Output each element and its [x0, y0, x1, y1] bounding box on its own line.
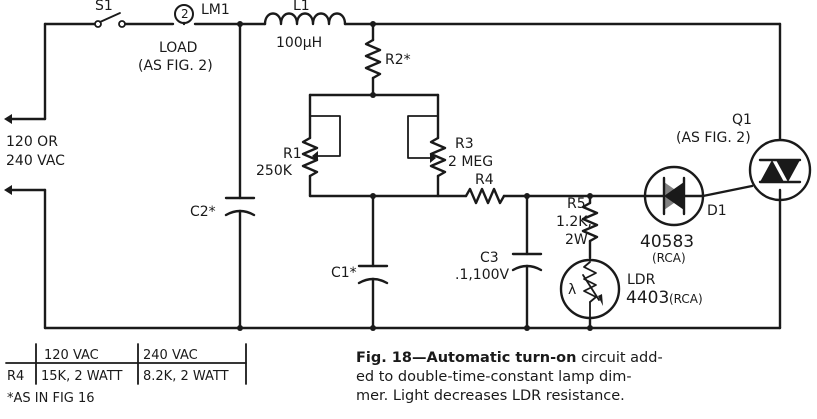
label-load-note: (AS FIG. 2): [138, 58, 213, 74]
value-table: [5, 343, 247, 385]
label-d1-part: 40583: [640, 232, 694, 252]
label-lambda: λ: [568, 282, 576, 298]
capacitor-c1: [357, 193, 389, 330]
label-c2: C2*: [190, 204, 216, 220]
potentiometer-r3: [407, 115, 447, 198]
label-r1-value: 250K: [256, 163, 293, 179]
switch-s1: [94, 12, 126, 28]
label-r5-value1: 1.2K,: [556, 214, 592, 230]
label-d1: D1: [707, 203, 727, 219]
label-r3: R3: [455, 136, 474, 152]
label-ldr: LDR: [627, 272, 656, 288]
label-r5: R5: [567, 196, 586, 212]
capacitor-c3: [511, 193, 543, 331]
label-c3: C3: [480, 250, 499, 266]
inductor-l1: [263, 12, 347, 26]
label-l1: L1: [293, 0, 310, 14]
label-r5-value2: 2W: [565, 232, 588, 248]
label-r2: R2*: [385, 52, 411, 68]
label-c3-value: .1,100V: [455, 267, 510, 283]
left-supply-wires: [4, 22, 47, 330]
diac-d1: [643, 165, 754, 227]
label-r1: R1: [283, 146, 302, 162]
lamp-lm1-symbol: [174, 4, 194, 26]
junction-dots: [237, 21, 376, 331]
potentiometer-r1: [301, 115, 341, 198]
caption-fig: Fig. 18—: [356, 350, 427, 366]
label-r4: R4: [475, 172, 494, 188]
lamp-inner-label: 2: [181, 7, 189, 21]
resistor-r4: [464, 187, 657, 205]
caption-line3: mer. Light decreases LDR resistance.: [356, 388, 625, 404]
caption-line1: Fig. 18—Automatic turn-on circuit add-: [356, 350, 663, 366]
label-ldr-part: 4403: [626, 288, 669, 308]
label-ldr-mfr: (RCA): [669, 292, 703, 306]
table-header-240: 240 VAC: [143, 348, 198, 363]
table-cell-120: 15K, 2 WATT: [41, 369, 122, 384]
table-cell-240: 8.2K, 2 WATT: [143, 369, 229, 384]
capacitor-c2: [224, 22, 256, 330]
label-lm1: LM1: [201, 2, 230, 18]
label-load: LOAD: [159, 40, 197, 56]
caption-bold: Automatic turn-on: [427, 350, 577, 366]
table-footnote: *AS IN FIG 16: [7, 391, 95, 406]
label-r3-value: 2 MEG: [448, 154, 493, 170]
ldr-symbol: [559, 258, 621, 331]
caption-line1-rest: circuit add-: [576, 350, 662, 366]
label-d1-mfr: (RCA): [652, 251, 686, 265]
parallel-network: [308, 93, 468, 198]
caption-line2: ed to double-time-constant lamp dim-: [356, 369, 632, 385]
table-header-120: 120 VAC: [44, 348, 99, 363]
label-l1-value: 100μH: [276, 35, 322, 51]
label-q1-note: (AS FIG. 2): [676, 130, 751, 146]
label-s1: S1: [95, 0, 113, 14]
triac-q1: [748, 22, 812, 330]
label-supply-line1: 120 OR: [6, 134, 58, 150]
table-row-label: R4: [7, 369, 24, 384]
resistor-r5: [581, 193, 599, 260]
label-supply-line2: 240 VAC: [6, 153, 65, 169]
label-c1: C1*: [331, 265, 357, 281]
resistor-r2: [364, 22, 382, 97]
label-q1: Q1: [732, 112, 752, 128]
